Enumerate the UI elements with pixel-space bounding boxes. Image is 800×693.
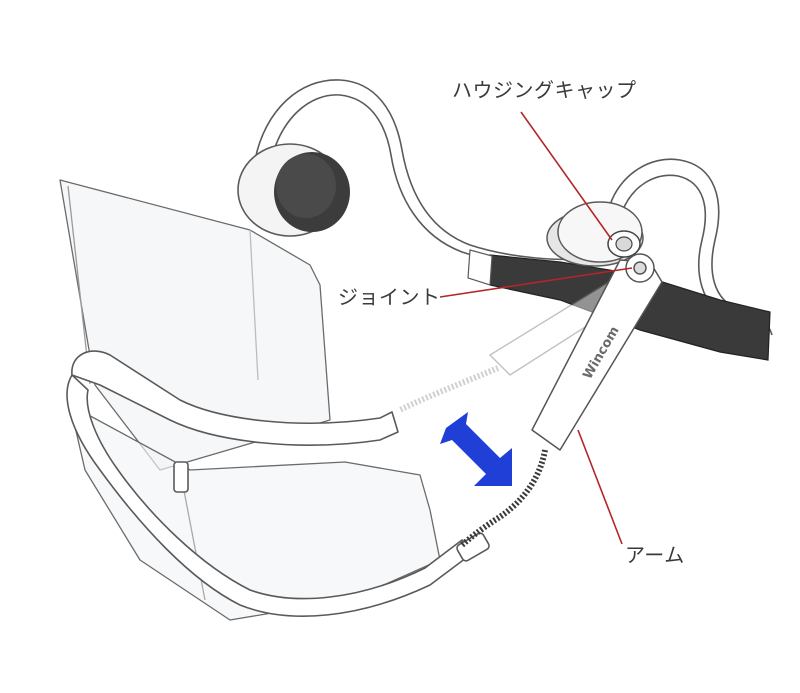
adjust-direction-arrow (440, 412, 512, 486)
gooseneck-cable (460, 449, 548, 548)
callout-line-arm (577, 429, 623, 545)
left-ear-pad (237, 143, 350, 237)
arm-lower: Wincom (531, 253, 663, 451)
arm-label: アーム (625, 543, 685, 567)
right-housing (546, 201, 644, 267)
callout-line-joint (439, 267, 633, 298)
housing-cap-label: ハウジングキャップ (452, 78, 637, 102)
shield-frame (66, 350, 490, 617)
callout-lines (439, 111, 633, 545)
callout-line-housing-cap (520, 111, 613, 241)
face-shield (59, 179, 441, 621)
joint-label: ジョイント (338, 285, 441, 309)
